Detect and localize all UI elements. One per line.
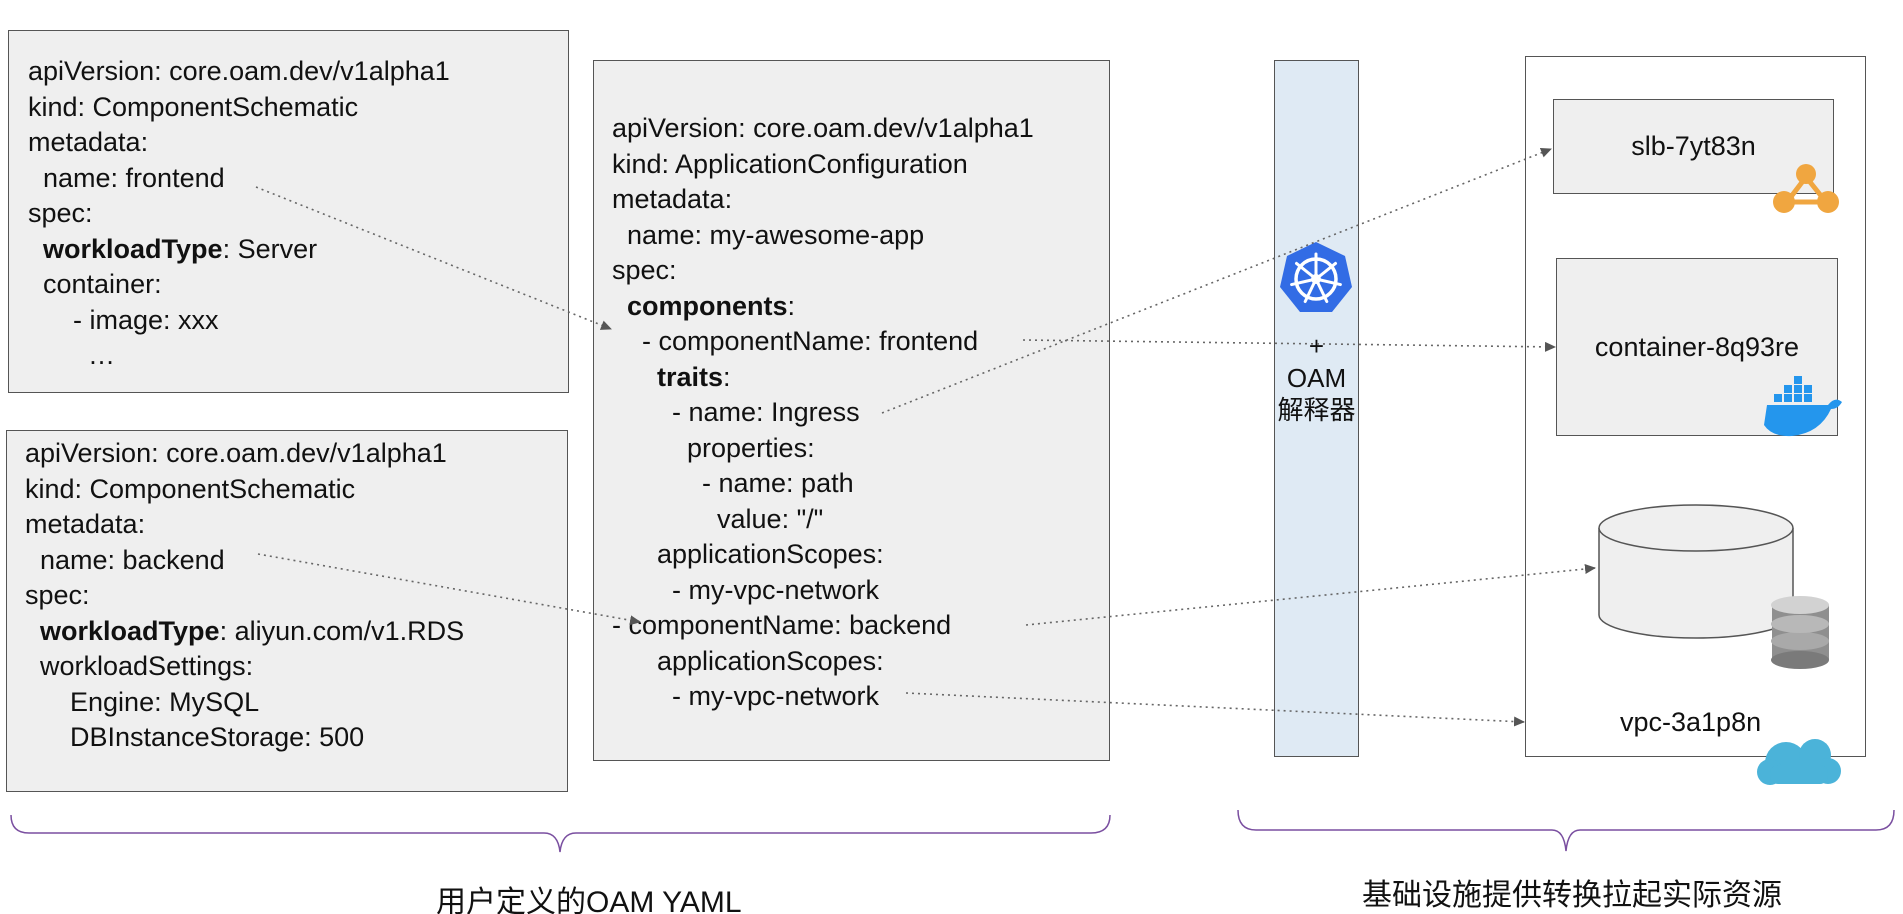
yaml-line: workloadType: aliyun.com/v1.RDS: [25, 614, 464, 650]
yaml-value: :: [787, 290, 796, 321]
application-configuration-yaml: apiVersion: core.oam.dev/v1alpha1 kind: A…: [612, 111, 1034, 715]
yaml-line: workloadType: Server: [28, 232, 450, 268]
yaml-key-bold: traits: [657, 361, 724, 392]
yaml-line: metadata:: [28, 127, 149, 157]
yaml-line: kind: ComponentSchematic: [25, 473, 356, 504]
database-stack-icon: [1771, 596, 1829, 669]
yaml-line: value: "/": [612, 503, 824, 534]
yaml-line: - componentName: frontend: [612, 326, 979, 356]
yaml-line: - my-vpc-network: [612, 681, 880, 711]
yaml-line: workloadSettings:: [25, 651, 254, 681]
docker-whale-icon: [1764, 376, 1842, 437]
yaml-value: :: [723, 361, 731, 392]
caption-user-defined-yaml: 用户定义的OAM YAML: [436, 886, 742, 914]
yaml-line: name: frontend: [28, 162, 225, 193]
yaml-line: container:: [28, 269, 162, 299]
slb-resource: slb-7yt83n: [1553, 99, 1834, 194]
yaml-line: - name: path: [612, 468, 854, 498]
interpreter-plus: +: [1308, 331, 1325, 361]
application-configuration-box: [593, 60, 1110, 761]
yaml-line: - my-vpc-network: [612, 574, 880, 605]
yaml-line: Engine: MySQL: [25, 686, 260, 717]
rds-cylinder: [1598, 504, 1794, 639]
yaml-key-bold: workloadType: [40, 615, 220, 646]
arrow-frontend-to-container: [1022, 339, 1556, 352]
yaml-key-bold: components: [627, 290, 788, 321]
yaml-line: name: backend: [25, 544, 225, 575]
interpreter-name: OAM: [1286, 363, 1347, 393]
vpc-resource-label: vpc-3a1p8n: [1620, 707, 1762, 737]
yaml-line: metadata:: [612, 184, 733, 214]
brace-right: [1237, 809, 1895, 852]
yaml-value: : aliyun.com/v1.RDS: [219, 615, 465, 646]
arrow-ingress-to-slb: [881, 148, 1552, 414]
component-backend-yaml: apiVersion: core.oam.dev/v1alpha1 kind: C…: [25, 436, 464, 756]
load-balancer-icon: [1773, 164, 1839, 213]
yaml-line: traits:: [612, 360, 1034, 396]
yaml-line: - name: Ingress: [612, 397, 860, 427]
yaml-line: kind: ApplicationConfiguration: [612, 148, 968, 179]
arrow-backend-to-component: [257, 553, 641, 626]
cloud-icon: [1757, 739, 1841, 785]
yaml-line: components:: [612, 289, 1034, 325]
yaml-line: apiVersion: core.oam.dev/v1alpha1: [612, 113, 1034, 143]
yaml-line: apiVersion: core.oam.dev/v1alpha1: [28, 56, 450, 86]
yaml-line: spec:: [25, 580, 90, 610]
yaml-value: : Server: [222, 233, 318, 264]
slb-resource-label: slb-7yt83n: [1631, 131, 1756, 161]
component-frontend-yaml: apiVersion: core.oam.dev/v1alpha1 kind: C…: [28, 54, 450, 374]
interpreter-subtitle: 解释器: [1277, 395, 1356, 425]
yaml-line: applicationScopes:: [612, 645, 884, 676]
yaml-line: spec:: [28, 198, 93, 228]
container-resource-label: container-8q93re: [1594, 331, 1800, 362]
arrow-frontend-to-component: [255, 186, 612, 330]
yaml-line: apiVersion: core.oam.dev/v1alpha1: [25, 438, 447, 468]
yaml-line: …: [28, 340, 116, 370]
yaml-line: kind: ComponentSchematic: [28, 91, 359, 122]
yaml-line: spec:: [612, 255, 677, 285]
arrow-vpc-to-vpc: [905, 692, 1525, 727]
yaml-line: applicationScopes:: [612, 539, 884, 569]
arrow-backend-to-rds: [1025, 564, 1596, 626]
yaml-line: properties:: [612, 432, 815, 463]
yaml-line: - image: xxx: [28, 304, 219, 335]
yaml-line: - componentName: backend: [612, 610, 952, 640]
oam-interpreter-bar: [1274, 60, 1359, 757]
component-backend-box: [6, 430, 568, 792]
yaml-key-bold: workloadType: [43, 233, 223, 264]
yaml-line: name: my-awesome-app: [612, 219, 925, 250]
brace-left: [10, 814, 1111, 853]
yaml-line: DBInstanceStorage: 500: [25, 722, 365, 752]
component-frontend-box: [8, 30, 569, 393]
caption-infrastructure: 基础设施提供转换拉起实际资源: [1362, 879, 1782, 912]
yaml-line: metadata:: [25, 509, 146, 539]
